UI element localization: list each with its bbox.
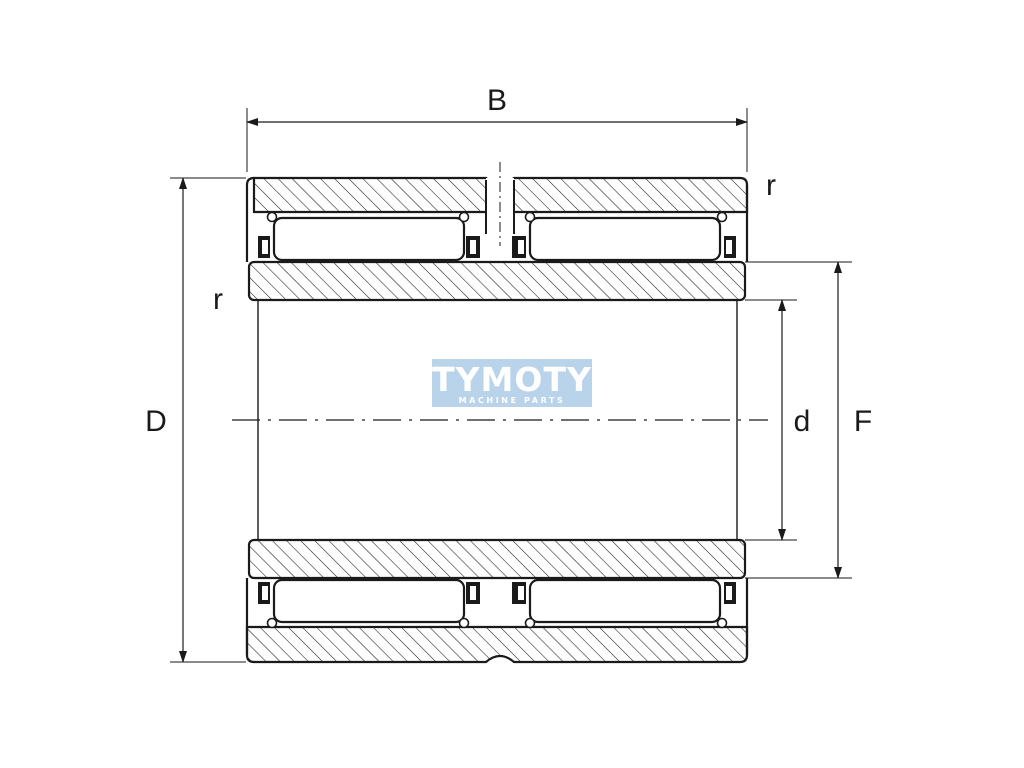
roller [528, 578, 722, 624]
label-F: F [854, 405, 872, 438]
watermark-logo: TYMOTY MACHINE PARTS [432, 359, 592, 407]
dimension-d: d [745, 299, 811, 541]
roller [272, 578, 466, 624]
roller-row-bottom [258, 578, 736, 629]
label-d: d [794, 405, 811, 438]
outer-ring-bottom [245, 625, 749, 664]
inner-ring-top [247, 260, 747, 302]
label-r-left: r [213, 283, 223, 316]
watermark-tagline: MACHINE PARTS [459, 396, 566, 405]
label-D: D [145, 405, 167, 438]
label-B: B [487, 84, 507, 117]
dimension-F: F [745, 261, 872, 579]
roller [528, 216, 722, 262]
dimension-D: D [145, 177, 246, 663]
roller [272, 216, 466, 262]
roller-row-top [258, 211, 736, 262]
label-r-top-right: r [766, 169, 776, 202]
inner-ring-bottom [247, 538, 747, 580]
dimension-B: B [246, 84, 748, 172]
watermark-brand: TYMOTY [432, 360, 592, 399]
